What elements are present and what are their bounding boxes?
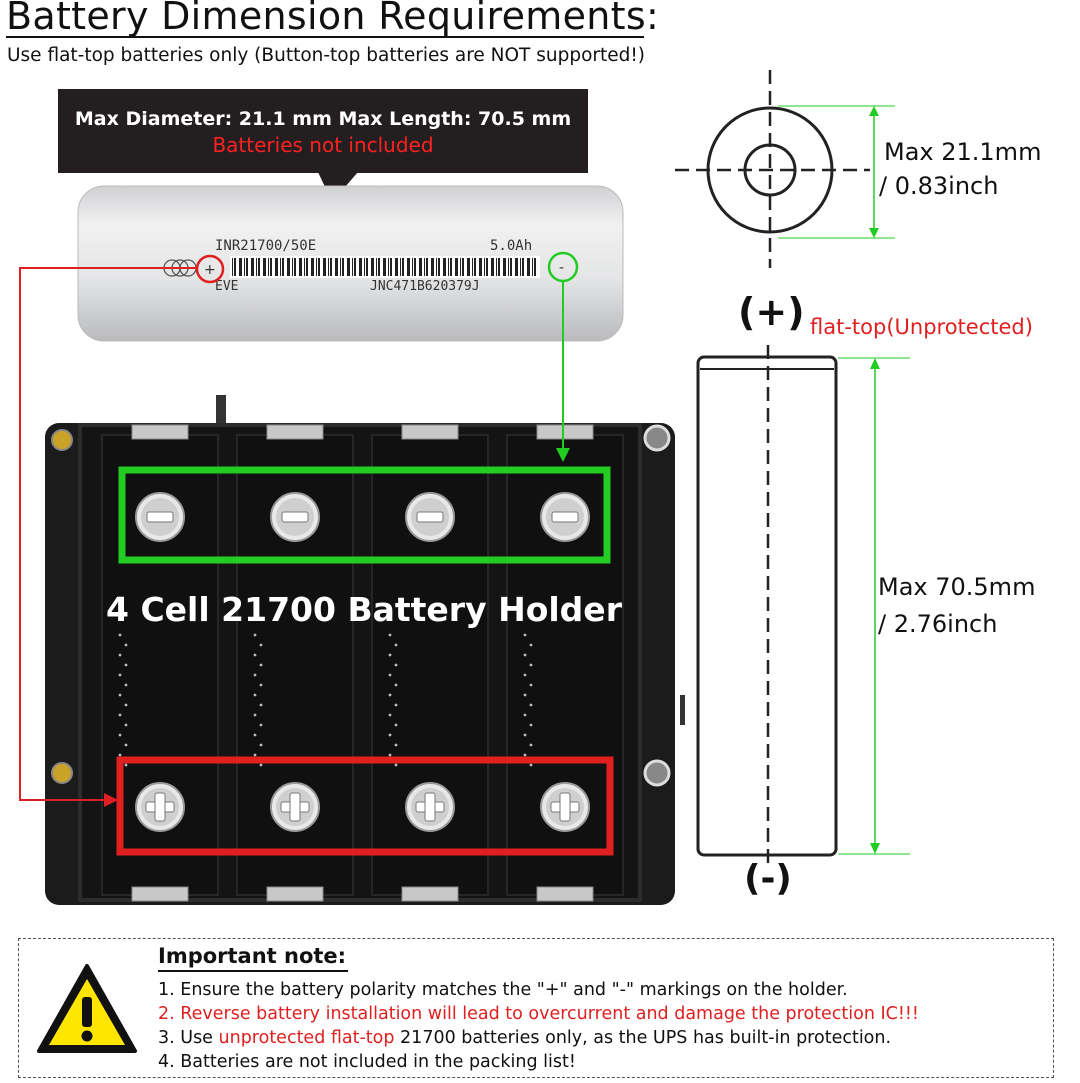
length-inch-label: / 2.76inch	[878, 610, 998, 638]
flat-top-label: flat-top(Unprotected)	[810, 315, 1033, 339]
battery-serial-text: JNC471B620379J	[370, 279, 480, 294]
note-heading-underline	[158, 970, 348, 972]
note-item-3-prefix: 3. Use	[158, 1028, 219, 1048]
spec-callout	[58, 89, 588, 173]
plus-contacts-highlight	[116, 756, 614, 856]
battery-minus-text: -	[559, 260, 564, 276]
battery-illustration: INR21700/50E 5.0Ah EVE JNC471B620379J + …	[77, 185, 624, 342]
spec-callout-dimensions: Max Diameter: 21.1 mm Max Length: 70.5 m…	[74, 108, 572, 130]
battery-plus-terminal-marker	[195, 254, 225, 284]
note-item-2: 2. Reverse battery installation will lea…	[158, 1004, 919, 1024]
battery-minus-terminal-marker	[547, 251, 579, 283]
battery-capacity-text: 5.0Ah	[490, 238, 532, 254]
battery-plus-text: +	[204, 262, 216, 278]
warning-triangle-icon	[37, 964, 137, 1053]
note-item-1: 1. Ensure the battery polarity matches t…	[158, 980, 848, 1000]
note-item-3-suffix: 21700 batteries only, as the UPS has bui…	[394, 1028, 892, 1048]
negative-terminal-label: (-)	[744, 858, 792, 899]
note-item-4: 4. Batteries are not included in the pac…	[158, 1052, 576, 1072]
battery-holder-illustration	[45, 395, 685, 905]
note-item-3-highlight: unprotected flat-top	[218, 1028, 395, 1048]
holder-label: 4 Cell 21700 Battery Holder	[106, 590, 622, 629]
battery-model-text: INR21700/50E	[215, 238, 316, 254]
note-heading: Important note:	[158, 944, 347, 968]
spec-callout-not-included: Batteries not included	[212, 133, 434, 157]
battery-side-view	[696, 345, 910, 865]
page-title: Battery Dimension Requirements:	[6, 0, 660, 38]
battery-end-view	[675, 70, 895, 268]
title-underline	[6, 36, 644, 38]
diameter-inch-label: / 0.83inch	[879, 172, 999, 200]
battery-brand-text: EVE	[215, 279, 238, 294]
length-mm-label: Max 70.5mm	[878, 573, 1036, 601]
subtitle: Use flat-top batteries only (Button-top …	[7, 45, 646, 66]
note-item-3: 3. Use unprotected flat-top 21700 batter…	[158, 1028, 891, 1048]
diameter-mm-label: Max 21.1mm	[884, 138, 1042, 166]
positive-terminal-label: (+)	[738, 290, 805, 334]
important-note-box	[18, 938, 1054, 1078]
